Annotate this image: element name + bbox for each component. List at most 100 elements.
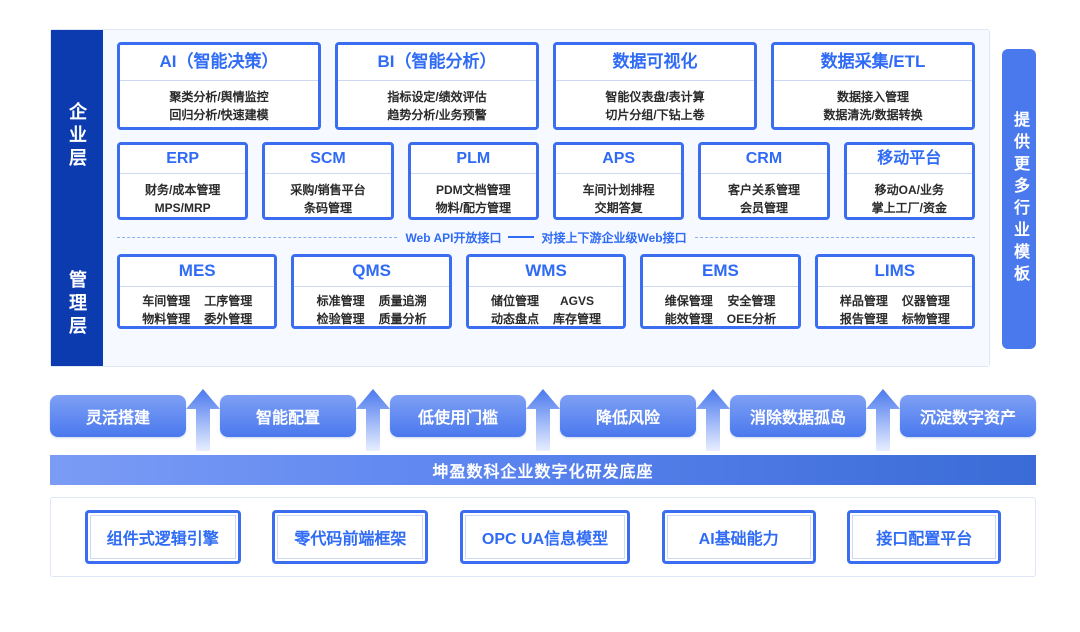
- module-feature: 掌上工厂/资金: [871, 201, 947, 216]
- module-feature-col: 样品管理 报告管理: [839, 292, 888, 326]
- module-body: 聚类分析/舆情监控 回归分析/快速建模: [120, 80, 318, 127]
- foundation-box-ai-capability[interactable]: AI基础能力: [661, 510, 816, 564]
- foundation-box-opc-ua-model[interactable]: OPC UA信息模型: [459, 510, 631, 564]
- module-feature-col: 车间管理 物料管理: [142, 292, 191, 326]
- module-feature: 能效管理: [664, 312, 713, 327]
- enterprise-layer-zone: AI（智能决策） 聚类分析/舆情监控 回归分析/快速建模 BI（智能分析） 指标…: [103, 30, 989, 224]
- module-title: ERP: [120, 145, 246, 174]
- module-body: 储位管理 动态盘点 AGVS 库存管理: [468, 286, 624, 327]
- module-feature: 储位管理: [491, 293, 540, 308]
- up-arrow-icon: [526, 389, 560, 451]
- module-feature: 智能仪表盘/表计算: [605, 89, 705, 104]
- foundation-box-zero-code-frontend[interactable]: 零代码前端框架: [272, 510, 429, 564]
- module-card-erp[interactable]: ERP 财务/成本管理 MPS/MRP: [117, 142, 249, 220]
- module-feature: 数据接入管理: [836, 89, 909, 104]
- module-title: AI（智能决策）: [120, 45, 318, 81]
- module-card-data-visualization[interactable]: 数据可视化 智能仪表盘/表计算 切片分组/下钻上卷: [553, 42, 757, 130]
- module-title: PLM: [410, 145, 536, 174]
- module-feature: 客户关系管理: [727, 182, 800, 197]
- benefit-pill-smart-config[interactable]: 智能配置: [220, 395, 356, 437]
- benefit-pill-low-barrier[interactable]: 低使用门槛: [390, 395, 526, 437]
- module-feature: 质量分析: [378, 312, 427, 327]
- module-body: 采购/销售平台 条码管理: [265, 173, 391, 217]
- module-body: 车间计划排程 交期答复: [555, 173, 682, 217]
- module-card-scm[interactable]: SCM 采购/销售平台 条码管理: [262, 142, 394, 220]
- module-feature-col: 安全管理 OEE分析: [726, 292, 777, 327]
- divider-dash-right: [694, 236, 976, 238]
- module-body: 财务/成本管理 MPS/MRP: [120, 173, 246, 217]
- foundation-box-api-config-platform[interactable]: 接口配置平台: [847, 510, 1002, 564]
- module-card-lims[interactable]: LIMS 样品管理 报告管理 仪器管理 标物管理: [814, 254, 976, 329]
- up-arrow-icon: [866, 389, 900, 451]
- module-body: 智能仪表盘/表计算 切片分组/下钻上卷: [556, 80, 754, 127]
- module-feature: MPS/MRP: [154, 201, 211, 216]
- module-feature: 聚类分析/舆情监控: [169, 89, 269, 104]
- module-title: BI（智能分析）: [338, 45, 536, 81]
- management-layer-zone: MES 车间管理 物料管理 工序管理 委外管理: [103, 248, 989, 341]
- module-feature: 维保管理: [664, 293, 713, 308]
- module-body: 样品管理 报告管理 仪器管理 标物管理: [817, 286, 973, 327]
- module-feature: 工序管理: [204, 293, 253, 308]
- module-feature: 样品管理: [839, 293, 888, 308]
- module-title: SCM: [265, 145, 391, 174]
- module-feature: PDM文档管理: [435, 182, 511, 197]
- module-feature: 车间管理: [142, 293, 191, 308]
- module-feature: 条码管理: [303, 201, 352, 216]
- benefit-pill-digital-assets[interactable]: 沉淀数字资产: [900, 395, 1036, 437]
- divider-rule-icon: [508, 236, 535, 238]
- arrow-slot: [526, 381, 560, 451]
- industry-template-bar[interactable]: 提供更多行业模板: [1002, 49, 1036, 349]
- module-feature: OEE分析: [726, 312, 777, 327]
- benefit-pill-reduce-risk[interactable]: 降低风险: [560, 395, 696, 437]
- web-api-label: Web API开放接口 对接上下游企业级Web接口: [397, 229, 694, 246]
- module-feature: 物料/配方管理: [435, 201, 511, 216]
- module-feature: 安全管理: [727, 293, 776, 308]
- architecture-body: AI（智能决策） 聚类分析/舆情监控 回归分析/快速建模 BI（智能分析） 指标…: [103, 30, 989, 366]
- module-feature: 质量追溯: [378, 293, 427, 308]
- module-card-plm[interactable]: PLM PDM文档管理 物料/配方管理: [407, 142, 539, 220]
- module-card-ai[interactable]: AI（智能决策） 聚类分析/舆情监控 回归分析/快速建模: [117, 42, 321, 130]
- module-feature: 委外管理: [204, 312, 253, 327]
- foundation-box-logic-engine[interactable]: 组件式逻辑引擎: [84, 510, 241, 564]
- module-feature: 标准管理: [316, 293, 365, 308]
- module-title: APS: [555, 145, 682, 174]
- module-title: QMS: [294, 257, 449, 287]
- arrow-slot: [186, 381, 220, 451]
- module-feature: 回归分析/快速建模: [169, 108, 269, 123]
- module-title: MES: [120, 257, 275, 287]
- divider-dash-left: [117, 236, 398, 238]
- arrow-slot: [866, 381, 900, 451]
- module-title: 数据采集/ETL: [774, 45, 972, 81]
- module-title: CRM: [701, 145, 827, 174]
- module-feature: 财务/成本管理: [144, 182, 221, 197]
- module-body: 车间管理 物料管理 工序管理 委外管理: [120, 286, 275, 327]
- module-body: PDM文档管理 物料/配方管理: [410, 173, 536, 217]
- module-card-mobile-platform[interactable]: 移动平台 移动OA/业务 掌上工厂/资金: [843, 142, 975, 220]
- module-card-aps[interactable]: APS 车间计划排程 交期答复: [552, 142, 685, 220]
- module-feature-col: 储位管理 动态盘点: [491, 292, 540, 327]
- benefit-pill-remove-data-silos[interactable]: 消除数据孤岛: [730, 395, 866, 437]
- module-feature: 切片分组/下钻上卷: [605, 108, 705, 123]
- module-feature: 标物管理: [901, 312, 950, 327]
- module-feature: 动态盘点: [491, 312, 540, 327]
- module-card-wms[interactable]: WMS 储位管理 动态盘点 AGVS 库存管理: [465, 254, 627, 329]
- module-body: 数据接入管理 数据清洗/数据转换: [774, 80, 972, 127]
- module-feature: 采购/销售平台: [290, 182, 366, 197]
- foundation-label: 组件式逻辑引擎: [89, 515, 236, 559]
- module-card-bi[interactable]: BI（智能分析） 指标设定/绩效评估 趋势分析/业务预警: [335, 42, 539, 130]
- module-card-data-collection-etl[interactable]: 数据采集/ETL 数据接入管理 数据清洗/数据转换: [771, 42, 975, 130]
- benefit-pill-flexible-build[interactable]: 灵活搭建: [50, 395, 186, 437]
- module-body: 移动OA/业务 掌上工厂/资金: [846, 173, 972, 217]
- module-card-qms[interactable]: QMS 标准管理 检验管理 质量追溯 质量分析: [291, 254, 452, 329]
- module-card-ems[interactable]: EMS 维保管理 能效管理 安全管理 OEE分析: [640, 254, 801, 329]
- module-title: 移动平台: [846, 145, 972, 174]
- module-feature: 检验管理: [316, 312, 365, 327]
- module-feature: 仪器管理: [901, 293, 950, 308]
- module-card-crm[interactable]: CRM 客户关系管理 会员管理: [698, 142, 830, 220]
- module-feature-col: AGVS 库存管理: [553, 292, 602, 327]
- module-feature-columns: 维保管理 能效管理 安全管理 OEE分析: [647, 292, 793, 327]
- module-card-mes[interactable]: MES 车间管理 物料管理 工序管理 委外管理: [117, 254, 278, 329]
- up-arrow-icon: [186, 389, 220, 451]
- module-feature: 库存管理: [553, 312, 602, 327]
